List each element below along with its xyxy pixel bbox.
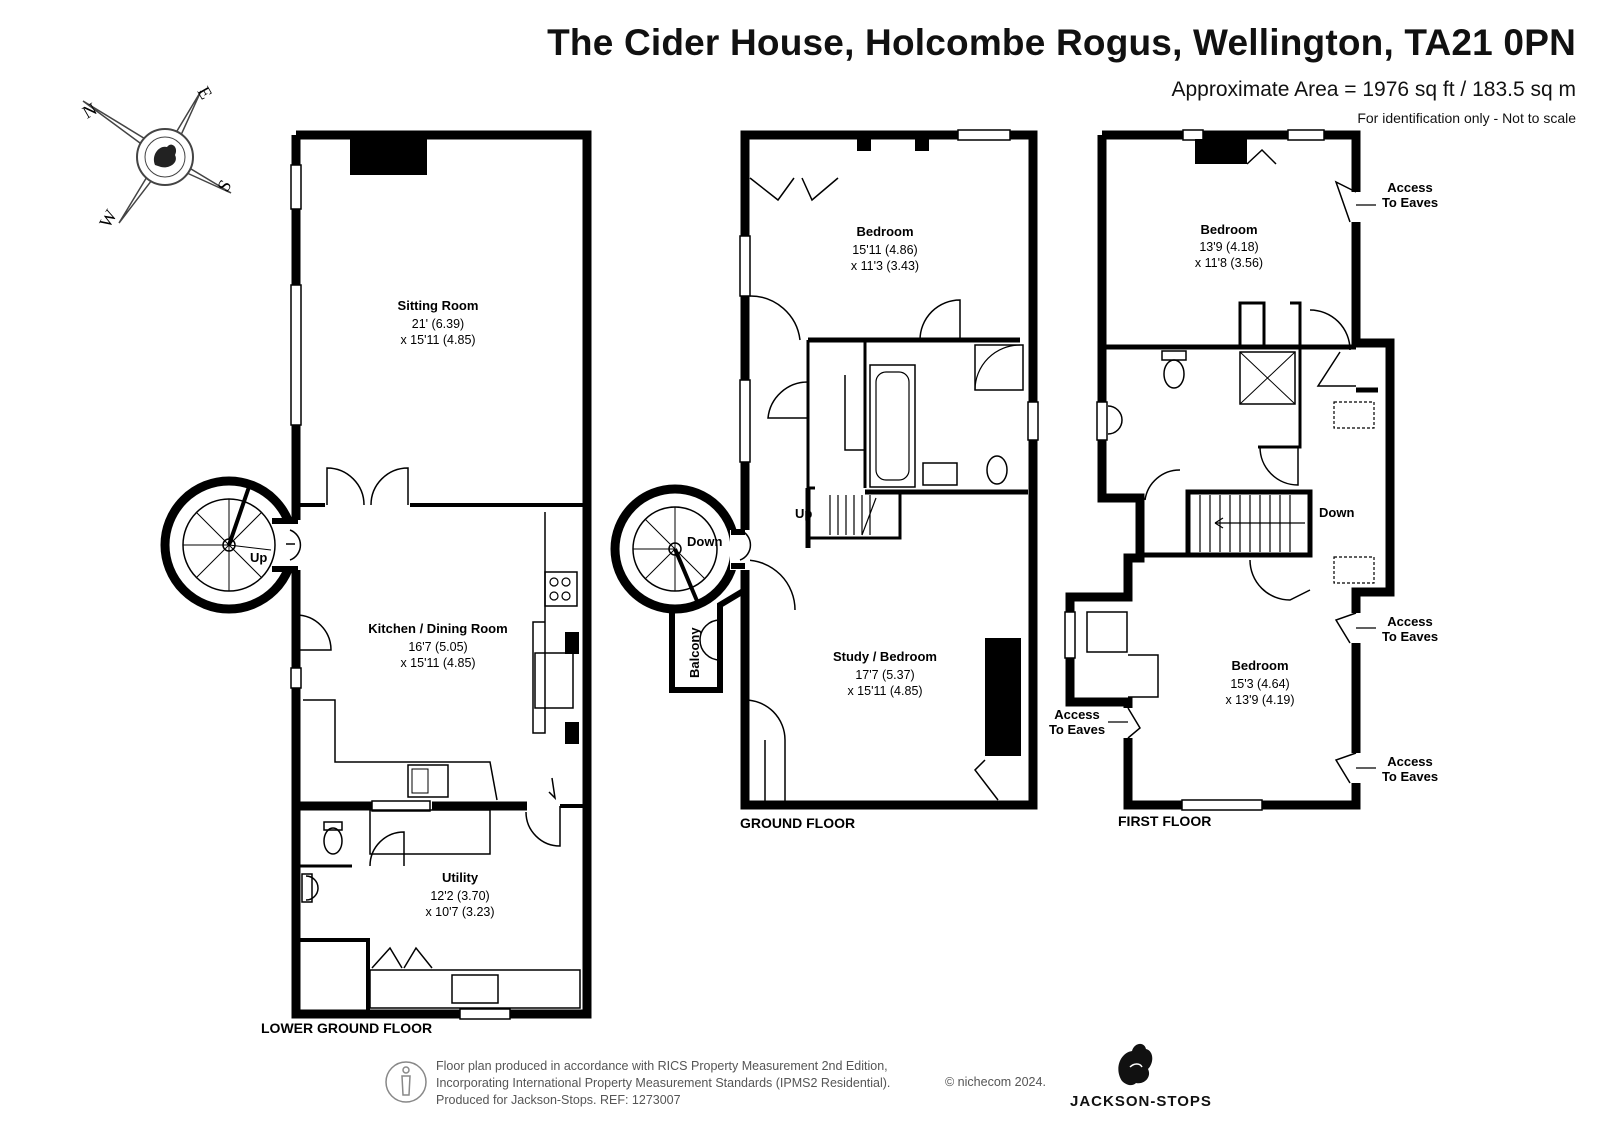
eaves4-line1: Access <box>1054 707 1100 722</box>
first-floor <box>1064 129 1395 811</box>
study-dim2: x 15'11 (4.85) <box>847 684 922 698</box>
ff-bedroom1-dim2: x 11'8 (3.56) <box>1195 256 1263 270</box>
compass-n: N <box>79 99 100 123</box>
kitchen-name: Kitchen / Dining Room <box>368 621 507 636</box>
eaves2-line1: Access <box>1387 614 1433 629</box>
gf-up-label: Up <box>795 506 812 521</box>
approximate-area: Approximate Area = 1976 sq ft / 183.5 sq… <box>1171 78 1577 101</box>
footer-line-2: Incorporating International Property Mea… <box>436 1076 891 1090</box>
eaves4-line2: To Eaves <box>1049 722 1105 737</box>
study-dim1: 17'7 (5.37) <box>855 668 914 682</box>
ff-bedroom2-dim1: 15'3 (4.64) <box>1230 677 1289 691</box>
lower-ground-floor <box>160 130 592 1020</box>
sitting-room-dim2: x 15'11 (4.85) <box>400 333 475 347</box>
ff-bedroom2-dim2: x 13'9 (4.19) <box>1225 693 1294 707</box>
eaves1-line1: Access <box>1387 180 1433 195</box>
footer-line-1: Floor plan produced in accordance with R… <box>436 1059 888 1073</box>
measurement-standard-icon <box>385 1061 427 1103</box>
footer-notes: Floor plan produced in accordance with R… <box>436 1058 890 1109</box>
ff-bedroom1-dim1: 13'9 (4.18) <box>1199 240 1258 254</box>
eaves3-line1: Access <box>1387 754 1433 769</box>
eaves3-line2: To Eaves <box>1382 769 1438 784</box>
gf-bedroom-dim1: 15'11 (4.86) <box>852 243 917 257</box>
jackson-stops-logo-icon <box>1118 1043 1153 1086</box>
page-title: The Cider House, Holcombe Rogus, Welling… <box>547 22 1576 63</box>
sitting-room-dim1: 21' (6.39) <box>412 317 464 331</box>
utility-dim1: 12'2 (3.70) <box>430 889 489 903</box>
footer-line-3: Produced for Jackson-Stops. REF: 1273007 <box>436 1093 681 1107</box>
ff-bedroom2-name: Bedroom <box>1231 658 1288 673</box>
ff-bedroom1-name: Bedroom <box>1200 222 1257 237</box>
lower-up-label: Up <box>250 550 267 565</box>
gf-bedroom-dim2: x 11'3 (3.43) <box>851 259 919 273</box>
compass-rose-icon: N E S W <box>79 83 235 231</box>
first-floor-label: FIRST FLOOR <box>1118 813 1211 829</box>
ground-floor <box>610 129 1039 810</box>
kitchen-dim2: x 15'11 (4.85) <box>400 656 475 670</box>
compass-w: W <box>95 206 121 231</box>
compass-s: S <box>213 176 235 195</box>
gf-bedroom-name: Bedroom <box>856 224 913 239</box>
utility-name: Utility <box>442 870 479 885</box>
ff-down-label: Down <box>1319 505 1354 520</box>
balcony-label: Balcony <box>687 627 702 678</box>
eaves2-line2: To Eaves <box>1382 629 1438 644</box>
copyright: © nichecom 2024. <box>945 1075 1046 1089</box>
study-name: Study / Bedroom <box>833 649 937 664</box>
lower-floor-label: LOWER GROUND FLOOR <box>261 1020 432 1036</box>
gf-down-label: Down <box>687 534 722 549</box>
sitting-room-name: Sitting Room <box>398 298 479 313</box>
utility-dim2: x 10'7 (3.23) <box>425 905 494 919</box>
ground-floor-label: GROUND FLOOR <box>740 815 855 831</box>
kitchen-dim1: 16'7 (5.05) <box>408 640 467 654</box>
scale-note: For identification only - Not to scale <box>1357 110 1576 126</box>
eaves1-line2: To Eaves <box>1382 195 1438 210</box>
brand-name: JACKSON-STOPS <box>1070 1093 1212 1110</box>
